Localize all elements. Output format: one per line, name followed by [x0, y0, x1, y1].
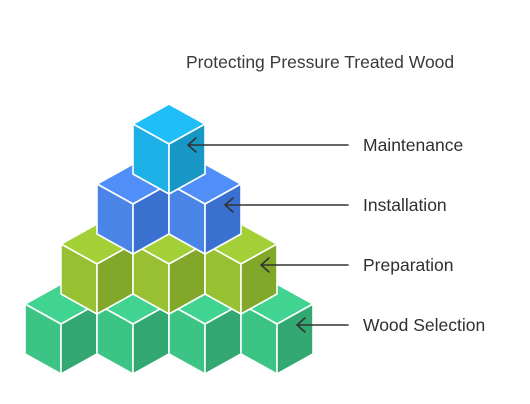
level-callout: Installation: [224, 195, 447, 215]
cube-side-face: [240, 243, 278, 315]
level-callout: Wood Selection: [296, 315, 485, 335]
cube-side-face: [168, 123, 206, 195]
pyramid-level-1: [132, 103, 206, 195]
level-callout: Maintenance: [187, 135, 463, 155]
cube-3-3: [204, 223, 278, 315]
level-callout: Preparation: [260, 255, 453, 275]
level-label: Preparation: [363, 255, 453, 275]
arrow-left-icon: [224, 197, 349, 213]
cube-pyramid: [24, 103, 314, 375]
level-label: Maintenance: [363, 135, 463, 155]
pyramid-level-3: [60, 223, 278, 315]
cube-side-face: [204, 183, 242, 255]
cube-side-face: [276, 303, 314, 375]
level-label: Wood Selection: [363, 315, 485, 335]
arrow-left-icon: [187, 137, 349, 153]
pyramid-level-2: [96, 163, 242, 255]
level-label: Installation: [363, 195, 447, 215]
diagram-title: Protecting Pressure Treated Wood: [186, 52, 454, 72]
arrow-left-icon: [260, 257, 349, 273]
arrow-left-icon: [296, 317, 349, 333]
cube-1-1: [132, 103, 206, 195]
